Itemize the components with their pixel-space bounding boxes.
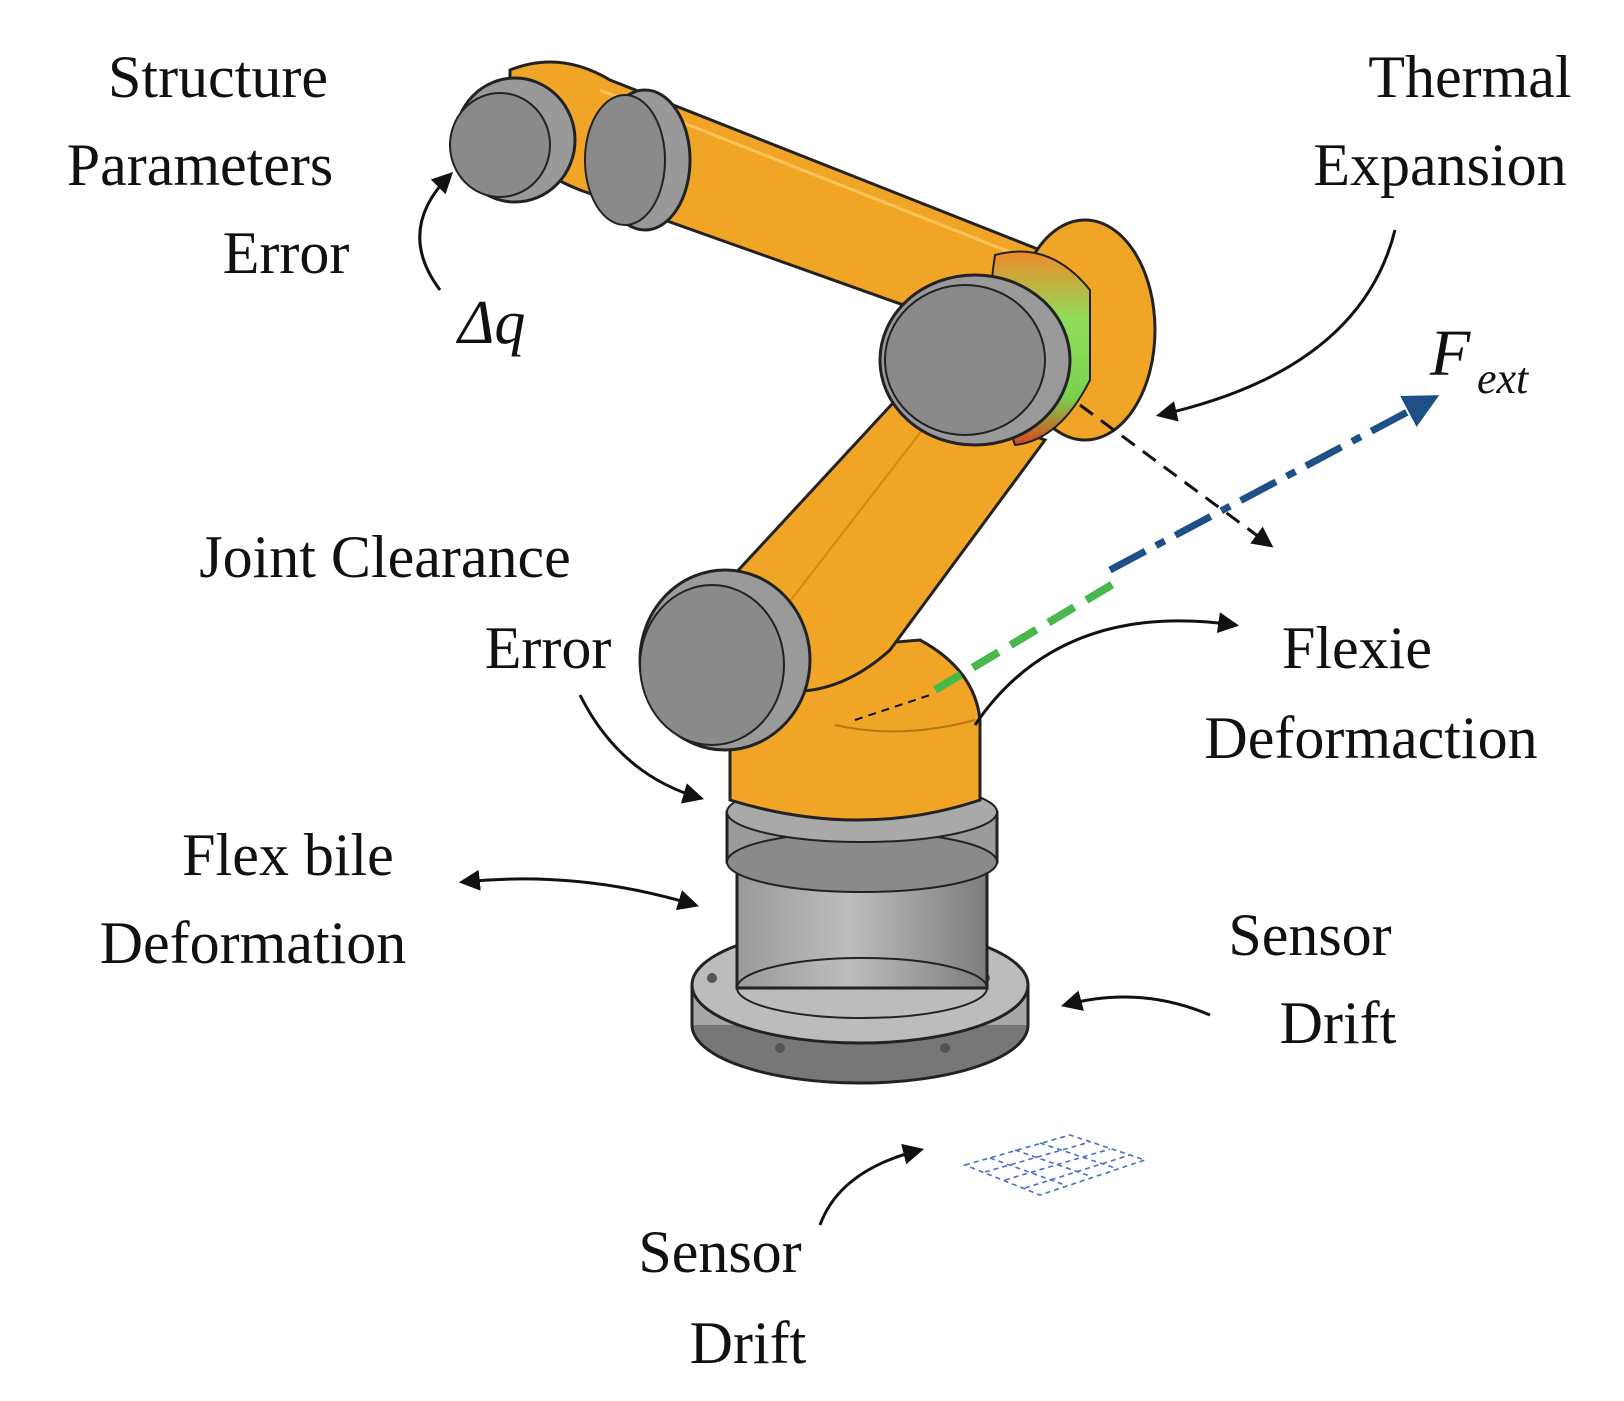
flexbile-arrow xyxy=(458,869,700,911)
wrist-joint xyxy=(449,76,577,204)
sensor-right-arrow xyxy=(1060,990,1211,1017)
sensor-drift-grid xyxy=(962,1134,1148,1196)
thermal-line-2: Expansion xyxy=(1313,132,1566,198)
label-sensor-drift-right: Sensor Drift xyxy=(1228,902,1396,1056)
flexbile-line-1: Flex bile xyxy=(182,822,394,888)
structure-line-2: Parameters xyxy=(67,132,334,198)
f-ext-main: F xyxy=(1429,317,1471,390)
delta-q-label: Δq xyxy=(455,289,525,357)
sensor-right-line-1: Sensor xyxy=(1228,902,1391,968)
label-sensor-drift-bottom: Sensor Drift xyxy=(638,1219,806,1376)
label-structure-parameters-error: Structure Parameters Error xyxy=(67,44,350,286)
delta-q-arrow xyxy=(418,172,453,291)
label-f-ext: F ext xyxy=(1429,317,1530,403)
sensor-bottom-line-1: Sensor xyxy=(638,1219,801,1285)
robot-arm xyxy=(449,60,1157,1085)
wrist-collar xyxy=(584,88,692,232)
sensor-bottom-line-2: Drift xyxy=(690,1310,807,1376)
label-joint-clearance-error: Joint Clearance Error xyxy=(199,524,611,681)
label-thermal-expansion: Thermal Expansion xyxy=(1313,44,1571,198)
f-ext-subscript: ext xyxy=(1477,354,1530,403)
sensor-bottom-arrow xyxy=(818,1143,925,1226)
robot-base xyxy=(690,781,1030,1085)
joint-clearance-arrow xyxy=(578,694,705,804)
shoulder-joint xyxy=(638,568,812,752)
sensor-right-line-2: Drift xyxy=(1280,990,1397,1056)
joint-line-2: Error xyxy=(485,615,612,681)
flexie-arrow xyxy=(973,612,1240,726)
flexbile-line-2: Deformation xyxy=(100,910,407,976)
thermal-dashed-arrow xyxy=(1079,403,1274,548)
flexie-line-2: Deformaction xyxy=(1204,705,1537,771)
label-flexie-deformaction: Flexie Deformaction xyxy=(1204,615,1537,771)
elbow-joint xyxy=(878,273,1072,447)
structure-line-1: Structure xyxy=(108,44,328,110)
flexie-line-1: Flexie xyxy=(1282,615,1432,681)
structure-line-3: Error xyxy=(223,220,350,286)
deflection-dashed-line xyxy=(932,576,1123,694)
external-force-arrow xyxy=(1108,395,1440,574)
thermal-line-1: Thermal xyxy=(1368,44,1571,110)
label-flexbile-deformation: Flex bile Deformation xyxy=(100,822,407,976)
thermal-arrow xyxy=(1155,229,1397,422)
joint-line-1: Joint Clearance xyxy=(199,524,571,590)
